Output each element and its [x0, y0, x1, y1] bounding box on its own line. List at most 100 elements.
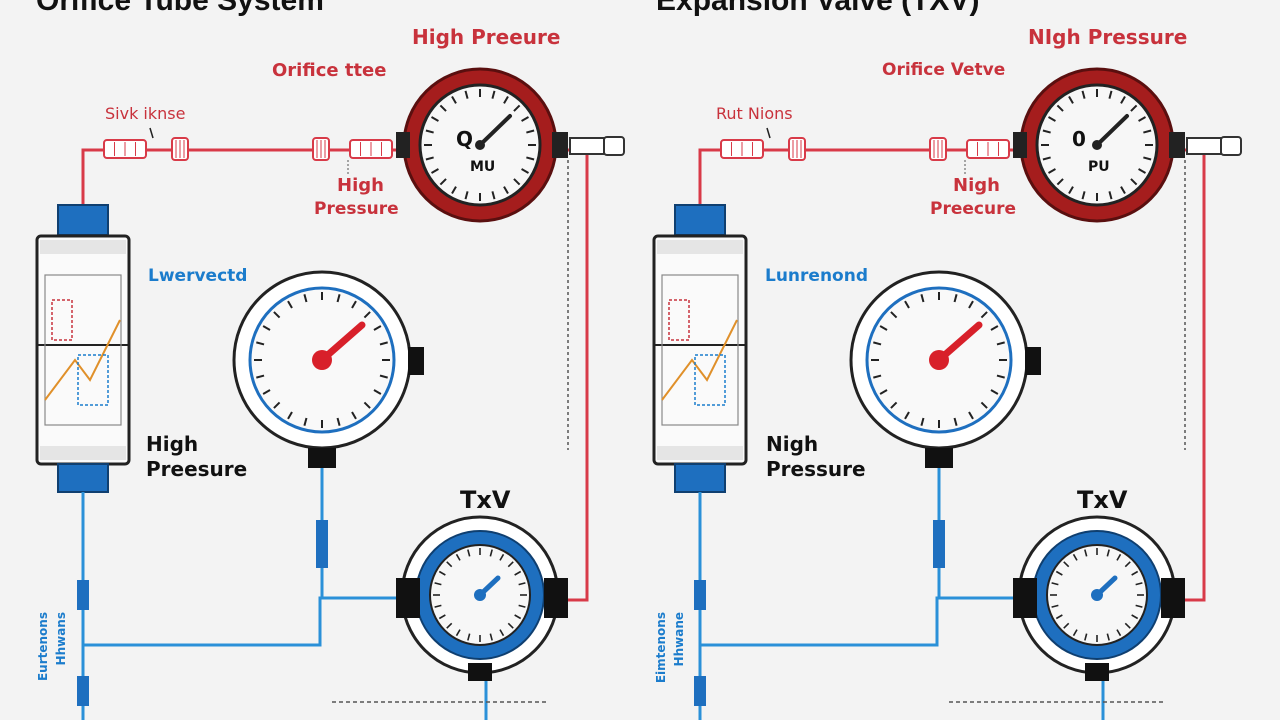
top-gauge-tick [431, 168, 439, 174]
top-gauge-tick [1042, 129, 1051, 134]
top-gauge-tick [1056, 178, 1064, 186]
mid-gauge-tick [996, 374, 1005, 379]
txv-gauge-tick [1131, 570, 1139, 576]
top-gauge-tick [1138, 116, 1146, 122]
mid-gauge-tick [920, 294, 925, 303]
txv-gauge-tick [1051, 582, 1059, 586]
mid-gauge-bottom-port [925, 448, 953, 468]
mid-gauge-bottom-port [308, 448, 336, 468]
txv-gauge-tick [1124, 561, 1131, 568]
label-vertical-2: Hhwans [54, 612, 68, 666]
accumulator-bottom-cap [674, 463, 726, 493]
label-vertical-2-b: Hhwane [672, 612, 686, 667]
top-gauge-tick [1042, 156, 1051, 161]
label-orifice-tube: Orifice ttee [272, 60, 387, 81]
label-blue-line: Lwervectd [148, 266, 248, 286]
label-mid-pressure-b: Preecure [930, 199, 1016, 219]
mid-gauge-tick [980, 401, 988, 409]
top-gauge-hub [1092, 140, 1102, 150]
sensor-pointer [766, 127, 771, 139]
mid-gauge-tick [904, 300, 910, 309]
top-gauge-needle [1095, 114, 1129, 147]
label-sensor-b: Rut Nions [716, 104, 793, 123]
top-gauge-tick [1130, 104, 1138, 112]
txv-gauge-tick [434, 582, 442, 586]
mid-gauge-tick [336, 294, 341, 303]
mid-gauge-tick [256, 341, 265, 346]
mid-gauge-hub [312, 350, 332, 370]
accumulator-chart-line [44, 319, 121, 401]
label-mid-high-b: Nigh [953, 175, 1000, 196]
txv-gauge-right-port [1161, 578, 1185, 618]
label-txv-b: TxV [1077, 486, 1128, 514]
accumulator-blue-marks [77, 354, 109, 406]
red-line-return [1183, 150, 1206, 602]
mid-gauge-tick [920, 417, 925, 426]
top-gauge-tick [451, 186, 457, 194]
txv-gauge-tick [438, 570, 446, 576]
accumulator-red-marks [668, 299, 690, 341]
mid-gauge-tick [336, 417, 341, 426]
blue-line-fitting-left [77, 580, 89, 610]
panel-group-a [35, 67, 625, 720]
mid-gauge-tick [379, 374, 388, 379]
accumulator-top-cap [674, 204, 726, 236]
red-line-top [81, 148, 405, 205]
mid-gauge-tick [262, 389, 271, 395]
label-side-high-b: Nigh [766, 432, 819, 456]
txv-gauge-tick [467, 633, 471, 641]
txv-gauge-tick [438, 614, 446, 620]
txv-gauge-tick [1106, 633, 1110, 641]
blue-line-fitting [933, 520, 945, 568]
txv-gauge-tick [1116, 553, 1122, 561]
top-gauge-outlet-cap [603, 136, 625, 156]
top-gauge-tick [503, 96, 509, 104]
mid-gauge-tick [990, 325, 999, 331]
txv-gauge-tick [1063, 561, 1070, 568]
top-gauge-outlet [569, 137, 605, 155]
mid-gauge-tick [980, 311, 988, 319]
mid-gauge-side-port [408, 347, 424, 375]
accumulator-band-top [657, 240, 743, 254]
txv-gauge-tick [1135, 604, 1143, 608]
top-gauge-tick [1143, 129, 1152, 134]
top-gauge-tick [1048, 116, 1056, 122]
top-gauge-needle [478, 114, 512, 147]
mid-gauge-side-port [1025, 347, 1041, 375]
label-orifice-valve: Orifice Vetve [882, 60, 1006, 80]
accumulator-blue-marks [694, 354, 726, 406]
txv-gauge-tick [1084, 549, 1088, 557]
mid-gauge-tick [968, 300, 974, 309]
txv-gauge-bottom-port [1085, 663, 1109, 681]
txv-gauge-tick [446, 561, 453, 568]
txv-gauge-left-port [1013, 578, 1037, 618]
mid-gauge-tick [363, 311, 371, 319]
txv-gauge-tick [1116, 629, 1122, 637]
txv-gauge-tick [1135, 582, 1143, 586]
blue-line-fitting-left [694, 580, 706, 610]
top-gauge-tick [439, 178, 447, 186]
txv-gauge-tick [1106, 549, 1110, 557]
mid-gauge-tick [953, 294, 958, 303]
label-blue-line-b: Lunrenond [765, 266, 869, 286]
top-gauge-tick [1081, 90, 1086, 99]
txv-gauge-tick [1072, 629, 1078, 637]
top-gauge-tick [1143, 156, 1152, 161]
txv-gauge-left-port [396, 578, 420, 618]
top-gauge-tick [439, 104, 447, 112]
label-top-high-pressure: High Preeure [412, 25, 561, 49]
mid-gauge-tick [351, 300, 357, 309]
mid-gauge-tick [351, 411, 357, 420]
mid-gauge-tick [890, 401, 898, 409]
top-gauge-tick [521, 116, 529, 122]
top-gauge-tick [1120, 186, 1126, 194]
txv-gauge-tick [434, 604, 442, 608]
txv-gauge-tick [1124, 622, 1131, 629]
top-gauge-tick [1048, 168, 1056, 174]
label-side-pressure-b: Pressure [766, 457, 866, 481]
top-gauge-tick [425, 129, 434, 134]
gauge-top-text-1-b: 0 [1072, 127, 1086, 151]
top-gauge-left-port [1013, 132, 1027, 158]
top-gauge-tick [1130, 178, 1138, 186]
